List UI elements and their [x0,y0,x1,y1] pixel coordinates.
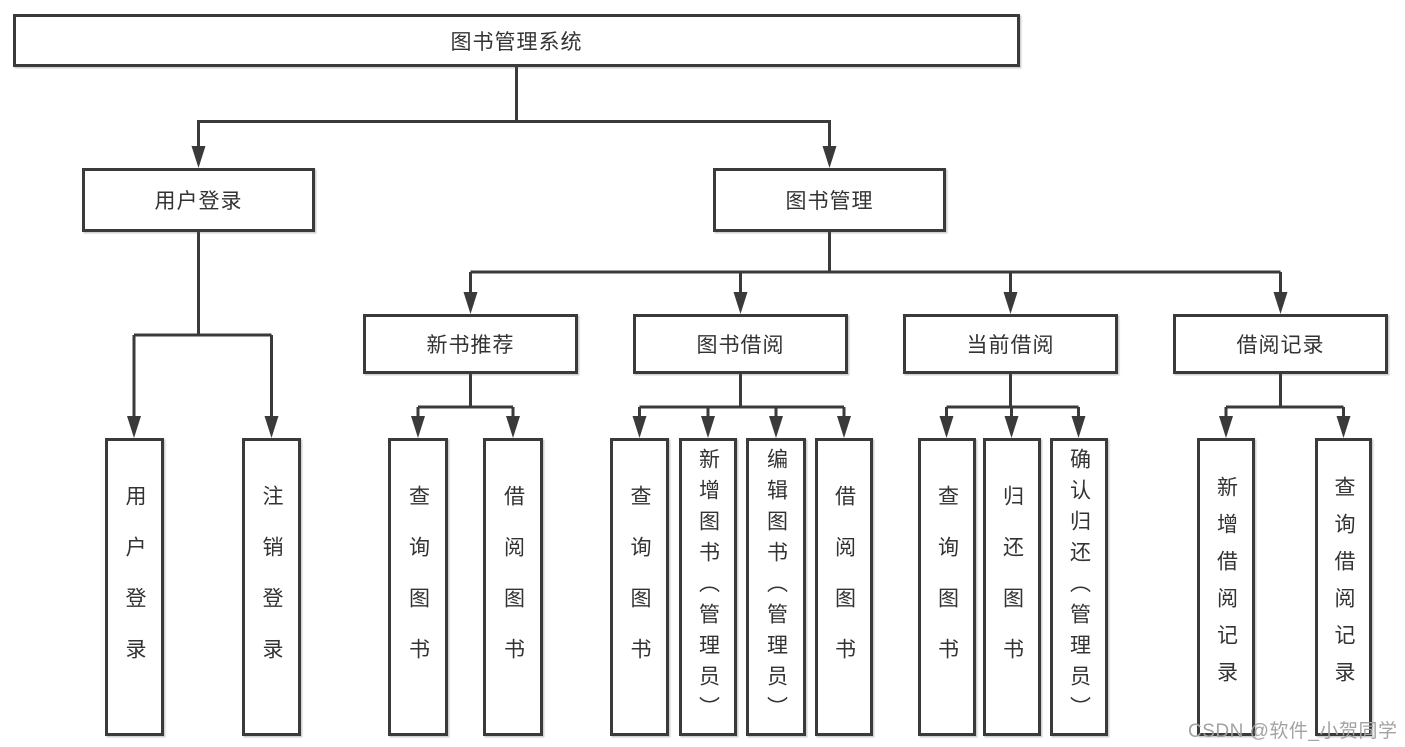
leaf-query-books-recommend: 查询图书 [388,438,448,736]
node-label: 图书管理系统 [450,30,583,54]
node-label: 图书借阅 [696,334,785,357]
node-label: 查询图书 [935,485,959,689]
node-label: 新增借阅记录 [1214,476,1238,698]
node-book-management: 图书管理 [713,168,946,232]
leaf-borrow-books-borrowing: 借阅图书 [815,438,873,736]
connector-user-login-children [127,232,279,438]
node-label: 当前借阅 [966,334,1055,357]
leaf-return-books: 归还图书 [983,438,1041,736]
node-current-borrowing: 当前借阅 [903,314,1118,374]
connector-new-book-recommend-children [411,374,520,438]
leaf-edit-books-admin: 编辑图书（管理员） [746,438,806,736]
node-label: 图书管理 [785,190,874,213]
node-system-root: 图书管理系统 [13,14,1020,67]
connector-book-management-sections [463,232,1288,314]
leaf-confirm-return-admin: 确认归还（管理员） [1050,438,1108,736]
node-label: 借阅记录 [1236,334,1325,357]
node-book-borrowing: 图书借阅 [633,314,848,374]
node-label: 查询借阅记录 [1332,476,1355,698]
node-label: 借阅图书 [501,485,525,689]
leaf-query-books-current: 查询图书 [918,438,976,736]
node-new-book-recommend: 新书推荐 [363,314,578,374]
connector-current-borrowing-children [939,374,1086,438]
node-label: 借阅图书 [832,485,856,689]
connector-borrowing-records-children [1219,374,1351,438]
leaf-add-borrow-record: 新增借阅记录 [1197,438,1255,736]
leaf-user-login: 用户登录 [105,438,164,736]
node-label: 归还图书 [1000,485,1024,689]
leaf-query-books-borrowing: 查询图书 [610,438,669,736]
leaf-add-books-admin: 新增图书（管理员） [679,438,737,736]
node-label: 新书推荐 [426,334,515,357]
node-user-login: 用户登录 [82,168,315,232]
node-borrowing-records: 借阅记录 [1173,314,1388,374]
node-label: 编辑图书（管理员） [764,447,788,727]
node-label: 注销登录 [260,485,283,689]
node-label: 查询图书 [406,485,430,689]
leaf-borrow-books-recommend: 借阅图书 [483,438,543,736]
connector-book-borrowing-children [632,374,851,438]
leaf-query-borrow-record: 查询借阅记录 [1315,438,1372,736]
leaf-logout-login: 注销登录 [242,438,301,736]
csdn-watermark: CSDN @软件_小贺同学 [1188,721,1398,742]
node-label: 用户登录 [123,485,146,689]
node-label: 用户登录 [154,190,243,213]
node-label: 新增图书（管理员） [696,447,720,727]
node-label: 查询图书 [628,485,651,689]
node-label: 确认归还（管理员） [1067,447,1091,727]
connector-root-to-level2 [191,66,837,168]
